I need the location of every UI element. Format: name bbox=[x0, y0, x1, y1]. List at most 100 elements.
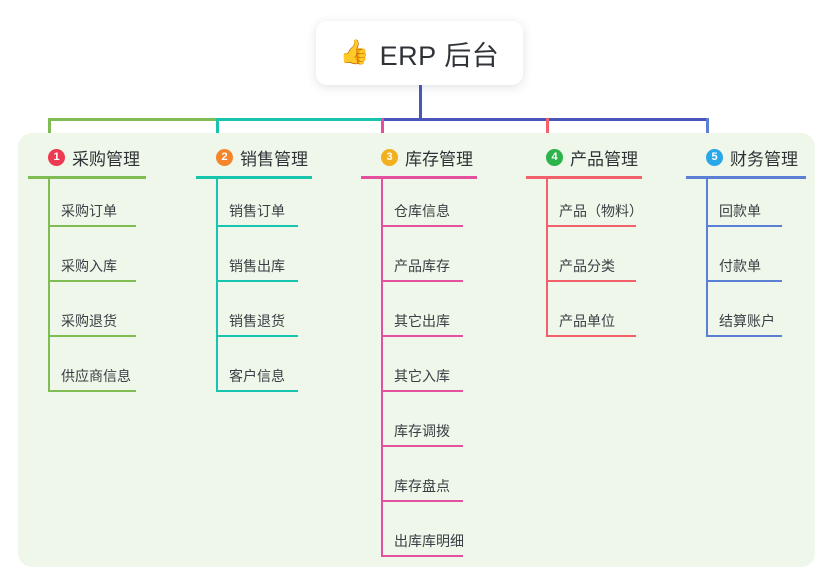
leaf-underline bbox=[216, 335, 298, 337]
leaf-underline bbox=[381, 390, 463, 392]
branch-header[interactable]: 4 产品管理 bbox=[526, 145, 638, 169]
branch-title: 财务管理 bbox=[730, 149, 798, 169]
leaf-item[interactable]: 回款单 bbox=[706, 197, 782, 227]
leaf-underline bbox=[381, 500, 463, 502]
branch-number-badge: 4 bbox=[546, 148, 563, 166]
leaf-label: 库存调拨 bbox=[394, 423, 450, 439]
branch-header[interactable]: 2 销售管理 bbox=[196, 145, 308, 169]
leaf-underline bbox=[216, 225, 298, 227]
leaf-label: 结算账户 bbox=[719, 313, 775, 329]
leaf-item[interactable]: 销售出库 bbox=[216, 252, 298, 282]
leaf-underline bbox=[381, 555, 463, 557]
leaf-underline bbox=[216, 390, 298, 392]
branch-spine bbox=[216, 178, 218, 392]
thumbs-up-icon: 👍 bbox=[339, 39, 370, 66]
leaf-label: 供应商信息 bbox=[61, 368, 131, 384]
branch-column-1: 1 采购管理采购订单采购入库采购退货供应商信息 bbox=[28, 145, 146, 392]
branch-header[interactable]: 5 财务管理 bbox=[686, 145, 798, 169]
branch-header[interactable]: 3 库存管理 bbox=[361, 145, 473, 169]
leaf-label: 采购入库 bbox=[61, 258, 117, 274]
branch-column-5: 5 财务管理回款单付款单结算账户 bbox=[686, 145, 806, 337]
leaf-underline bbox=[48, 335, 136, 337]
leaf-label: 采购订单 bbox=[61, 203, 117, 219]
leaf-item[interactable]: 产品单位 bbox=[546, 307, 636, 337]
branch-spine bbox=[48, 178, 50, 392]
leaf-item[interactable]: 出库库明细 bbox=[381, 527, 464, 557]
bus-segment bbox=[381, 118, 549, 121]
leaf-item[interactable]: 供应商信息 bbox=[48, 362, 136, 392]
branch-column-4: 4 产品管理产品（物料） 产品分类产品单位 bbox=[526, 145, 643, 337]
leaf-label: 其它出库 bbox=[394, 313, 450, 329]
leaf-label: 仓库信息 bbox=[394, 203, 450, 219]
bus-segment bbox=[216, 118, 384, 121]
leaf-label: 销售退货 bbox=[229, 313, 285, 329]
branch-header-underline bbox=[196, 176, 312, 179]
leaf-underline bbox=[381, 335, 463, 337]
leaf-item[interactable]: 付款单 bbox=[706, 252, 782, 282]
branch-title: 采购管理 bbox=[72, 149, 140, 169]
leaf-item[interactable]: 产品（物料） bbox=[546, 197, 643, 227]
bus-segment bbox=[546, 118, 709, 121]
leaf-item[interactable]: 采购退货 bbox=[48, 307, 136, 337]
leaf-label: 产品分类 bbox=[559, 258, 615, 274]
leaf-label: 销售出库 bbox=[229, 258, 285, 274]
leaf-underline bbox=[48, 225, 136, 227]
branch-number-badge: 1 bbox=[48, 148, 65, 166]
leaf-underline bbox=[706, 335, 782, 337]
leaf-label: 产品（物料） bbox=[559, 203, 643, 219]
branch-title: 销售管理 bbox=[240, 149, 308, 169]
leaf-label: 其它入库 bbox=[394, 368, 450, 384]
leaf-label: 付款单 bbox=[719, 258, 761, 274]
leaf-underline bbox=[48, 280, 136, 282]
branch-spine bbox=[546, 178, 548, 337]
branch-spine bbox=[381, 178, 383, 557]
leaf-item[interactable]: 采购订单 bbox=[48, 197, 136, 227]
leaf-item[interactable]: 库存调拨 bbox=[381, 417, 463, 447]
leaf-label: 产品库存 bbox=[394, 258, 450, 274]
leaf-item[interactable]: 销售订单 bbox=[216, 197, 298, 227]
leaf-underline bbox=[546, 225, 636, 227]
leaf-item[interactable]: 销售退货 bbox=[216, 307, 298, 337]
trunk-line bbox=[419, 85, 422, 121]
leaf-underline bbox=[546, 335, 636, 337]
leaf-underline bbox=[706, 225, 782, 227]
leaf-underline bbox=[706, 280, 782, 282]
root-node[interactable]: 👍 ERP 后台 bbox=[316, 21, 523, 85]
branch-column-2: 2 销售管理销售订单销售出库销售退货客户信息 bbox=[196, 145, 312, 392]
branch-spine bbox=[706, 178, 708, 337]
leaf-item[interactable]: 其它出库 bbox=[381, 307, 463, 337]
branch-number-badge: 2 bbox=[216, 148, 233, 166]
branch-header-underline bbox=[28, 176, 146, 179]
leaf-item[interactable]: 仓库信息 bbox=[381, 197, 463, 227]
leaf-underline bbox=[48, 390, 136, 392]
root-title: ERP 后台 bbox=[379, 40, 500, 71]
leaf-item[interactable]: 产品分类 bbox=[546, 252, 636, 282]
leaf-label: 产品单位 bbox=[559, 313, 615, 329]
branch-header-underline bbox=[686, 176, 806, 179]
branches-panel bbox=[18, 133, 815, 567]
branch-title: 库存管理 bbox=[405, 149, 473, 169]
leaf-item[interactable]: 库存盘点 bbox=[381, 472, 463, 502]
leaf-item[interactable]: 采购入库 bbox=[48, 252, 136, 282]
branch-number-badge: 3 bbox=[381, 148, 398, 166]
branch-header[interactable]: 1 采购管理 bbox=[28, 145, 140, 169]
branch-column-3: 3 库存管理仓库信息产品库存其它出库其它入库库存调拨库存盘点出库库明细 bbox=[361, 145, 477, 557]
leaf-underline bbox=[381, 225, 463, 227]
leaf-item[interactable]: 客户信息 bbox=[216, 362, 298, 392]
leaf-label: 客户信息 bbox=[229, 368, 285, 384]
branch-header-underline bbox=[361, 176, 477, 179]
leaf-label: 采购退货 bbox=[61, 313, 117, 329]
leaf-underline bbox=[216, 280, 298, 282]
leaf-item[interactable]: 产品库存 bbox=[381, 252, 463, 282]
leaf-item[interactable]: 其它入库 bbox=[381, 362, 463, 392]
bus-segment bbox=[48, 118, 219, 121]
branch-number-badge: 5 bbox=[706, 148, 723, 166]
leaf-label: 出库库明细 bbox=[394, 533, 464, 549]
leaf-underline bbox=[546, 280, 636, 282]
leaf-item[interactable]: 结算账户 bbox=[706, 307, 782, 337]
branch-title: 产品管理 bbox=[570, 149, 638, 169]
leaf-label: 回款单 bbox=[719, 203, 761, 219]
leaf-label: 销售订单 bbox=[229, 203, 285, 219]
leaf-underline bbox=[381, 280, 463, 282]
